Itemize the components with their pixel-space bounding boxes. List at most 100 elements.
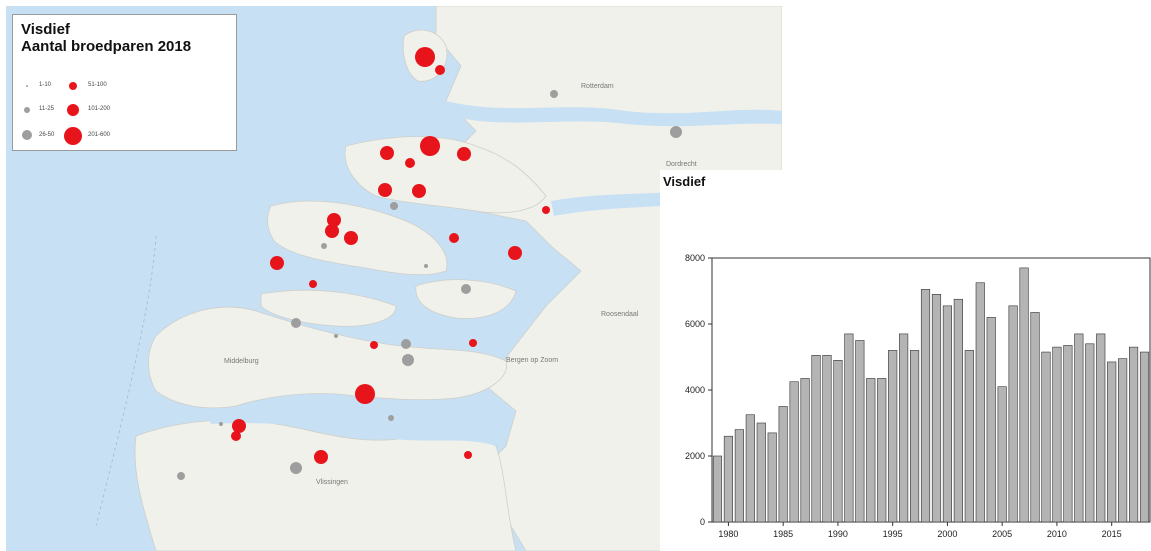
bar (811, 355, 821, 523)
legend-label: 201-600 (88, 132, 111, 138)
colony-marker-red (314, 450, 328, 464)
place-label: Middelburg (224, 358, 259, 365)
colony-marker-red (378, 183, 392, 197)
y-tick-label: 0 (700, 517, 705, 527)
legend-symbol-red-small (69, 82, 77, 90)
map-subtitle: Aantal broedparen 2018 (21, 38, 192, 55)
x-tick-label: 1985 (773, 529, 793, 539)
bar (855, 340, 865, 523)
colony-marker-grey (424, 264, 428, 268)
bar (899, 333, 909, 523)
bar (1107, 361, 1117, 523)
colony-marker-red (380, 146, 394, 160)
colony-marker-grey (402, 354, 414, 366)
bar (767, 432, 777, 523)
island-noord-beveland (260, 289, 397, 327)
legend-symbol-red-medium (67, 104, 79, 116)
x-tick-label: 1990 (828, 529, 848, 539)
bar (910, 350, 920, 523)
colony-marker-grey (461, 284, 471, 294)
x-tick-label: 2005 (992, 529, 1012, 539)
colony-marker-red (449, 233, 459, 243)
bar (734, 429, 744, 523)
legend-label: 26-50 (39, 132, 55, 138)
boundary-line (95, 235, 157, 527)
bar (1085, 343, 1095, 523)
colony-marker-red (327, 213, 341, 227)
bar (1096, 333, 1106, 523)
colony-marker-red (344, 231, 358, 245)
colony-marker-red (232, 419, 246, 433)
colony-marker-red (508, 246, 522, 260)
colony-marker-grey (291, 318, 301, 328)
colony-marker-red (420, 136, 440, 156)
island-walcheren-beveland (148, 306, 507, 409)
colony-marker-grey (401, 339, 411, 349)
colony-marker-grey (670, 126, 682, 138)
bar (778, 406, 788, 523)
river (446, 101, 782, 127)
bar (800, 378, 810, 523)
bar (997, 386, 1007, 523)
colony-marker-grey (334, 334, 338, 338)
place-label: Bergen op Zoom (506, 357, 558, 364)
bar (942, 305, 952, 523)
legend-label: 101-200 (88, 106, 111, 112)
bar (866, 378, 876, 523)
colony-marker-grey (390, 202, 398, 210)
plot-frame (711, 257, 1151, 523)
x-tick-label: 2015 (1102, 529, 1122, 539)
bar (920, 289, 931, 523)
legend-label: 1-10 (39, 82, 52, 88)
colony-marker-grey (321, 243, 327, 249)
chart-title: Visdief (663, 174, 706, 189)
bar (1074, 333, 1084, 523)
bar (844, 333, 854, 523)
island-goeree-flakkee (344, 136, 547, 214)
bar (789, 381, 799, 523)
colony-marker-grey (219, 422, 223, 426)
bar (953, 298, 963, 523)
bar (975, 282, 985, 523)
map-legend: Visdief Aantal broedparen 2018 1-10 11-2… (12, 14, 237, 151)
bar (1118, 358, 1128, 523)
bar (756, 422, 766, 523)
colony-marker-red (309, 280, 317, 288)
colony-marker-red (405, 158, 415, 168)
bar (723, 435, 733, 523)
colony-marker-red (469, 339, 477, 347)
colony-marker-grey (290, 462, 302, 474)
colony-marker-red (412, 184, 426, 198)
bar (888, 350, 898, 523)
x-tick-label: 2010 (1047, 529, 1067, 539)
legend-label: 11-25 (39, 106, 54, 112)
bar (822, 355, 832, 523)
y-tick-label: 6000 (685, 319, 705, 329)
bar (1139, 351, 1150, 523)
colony-marker-red (370, 341, 378, 349)
place-label: Vlissingen (316, 479, 348, 486)
y-tick-label: 8000 (685, 253, 705, 263)
colony-marker-red (457, 147, 471, 161)
bar (833, 360, 843, 523)
x-tick-label: 2000 (937, 529, 957, 539)
bar (964, 350, 974, 523)
colony-marker-red (270, 256, 284, 270)
bar (1063, 345, 1073, 523)
legend-symbol-red-large (64, 127, 82, 145)
colony-marker-grey (550, 90, 558, 98)
colony-marker-red (231, 431, 241, 441)
place-label: Dordrecht (666, 161, 697, 168)
colony-marker-red (542, 206, 550, 214)
place-label: Rotterdam (581, 83, 614, 90)
colony-marker-red (464, 451, 472, 459)
colony-marker-red (415, 47, 435, 67)
colony-marker-red (435, 65, 445, 75)
bar (1052, 346, 1062, 523)
bar (1030, 312, 1040, 523)
bar (877, 378, 887, 523)
colony-marker-red (325, 224, 339, 238)
bar (712, 455, 723, 523)
